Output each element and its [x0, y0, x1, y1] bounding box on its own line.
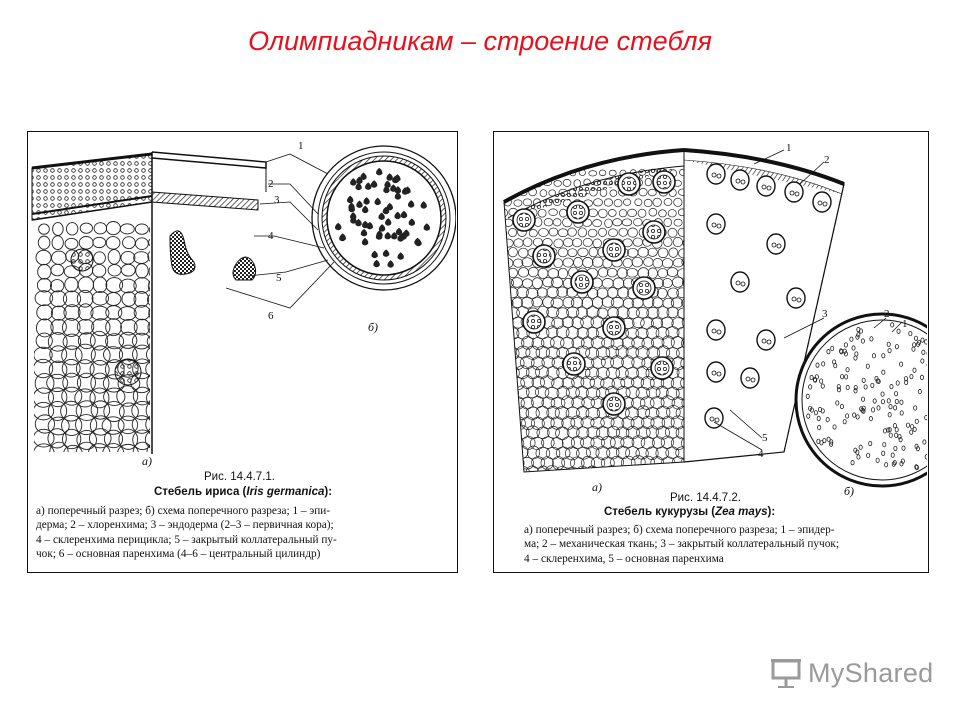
label-number-4: 4 [758, 448, 764, 460]
label-number-6: 6 [268, 310, 274, 322]
label-number-1: 1 [902, 318, 908, 330]
caption-line: а) поперечный разрез; б) схема поперечно… [524, 524, 835, 536]
label-number-2: 2 [884, 308, 890, 320]
page-title: Олимпиадникам – строение стебля [248, 26, 712, 56]
caption-line: 4 – склеренхима, 5 – основная паренхима [524, 552, 724, 565]
myshared-logo: MyShared [770, 656, 934, 696]
label-number-5: 5 [762, 432, 768, 444]
part-b-label: б) [368, 320, 379, 334]
label-number-2: 2 [824, 154, 830, 166]
figure-maize-panel: 1 2 3 2 1 5 4 а) б) Рис. 14.4.7.2. Стебе… [493, 131, 929, 573]
label-number-4: 4 [268, 230, 274, 242]
label-number-1: 1 [298, 140, 304, 152]
iris-stem-illustration [31, 145, 456, 454]
label-number-3: 3 [274, 194, 280, 206]
caption-line: 4 – склеренхима перицикла; 5 – закрытый … [36, 533, 337, 546]
figure-caption: а) поперечный разрез; б) схема поперечно… [524, 523, 924, 566]
caption-line: а) поперечный разрез; б) схема поперечно… [36, 505, 331, 517]
presentation-board-icon [771, 659, 801, 688]
caption-line: чок; 6 – основная паренхима (4–6 – центр… [36, 547, 321, 560]
part-a-label: а) [142, 454, 152, 468]
caption-line: ма; 2 – механическая ткань; 3 – закрытый… [524, 538, 839, 551]
label-number-1: 1 [786, 142, 792, 154]
label-number-2: 2 [268, 178, 274, 190]
label-number-3: 3 [822, 308, 828, 320]
caption-line: дерма; 2 – хлоренхима; 3 – эндодерма (2–… [36, 519, 334, 532]
part-a-label: а) [592, 480, 602, 494]
label-number-5: 5 [276, 272, 282, 284]
maize-stem-illustration [503, 148, 927, 488]
figure-title: Стебель ириса (Iris germanica): [154, 486, 333, 498]
figure-number: Рис. 14.4.7.1. [204, 471, 275, 483]
figure-title: Стебель кукурузы (Zea mays): [604, 506, 776, 518]
figure-number: Рис. 14.4.7.2. [670, 492, 741, 504]
figure-iris-panel: 1 2 3 4 5 6 а) б) Рис. 14.4.7.1. Стебель… [27, 131, 458, 573]
figure-caption: а) поперечный разрез; б) схема поперечно… [36, 504, 451, 561]
watermark-text: MyShared [808, 658, 934, 688]
part-b-label: б) [844, 484, 855, 498]
